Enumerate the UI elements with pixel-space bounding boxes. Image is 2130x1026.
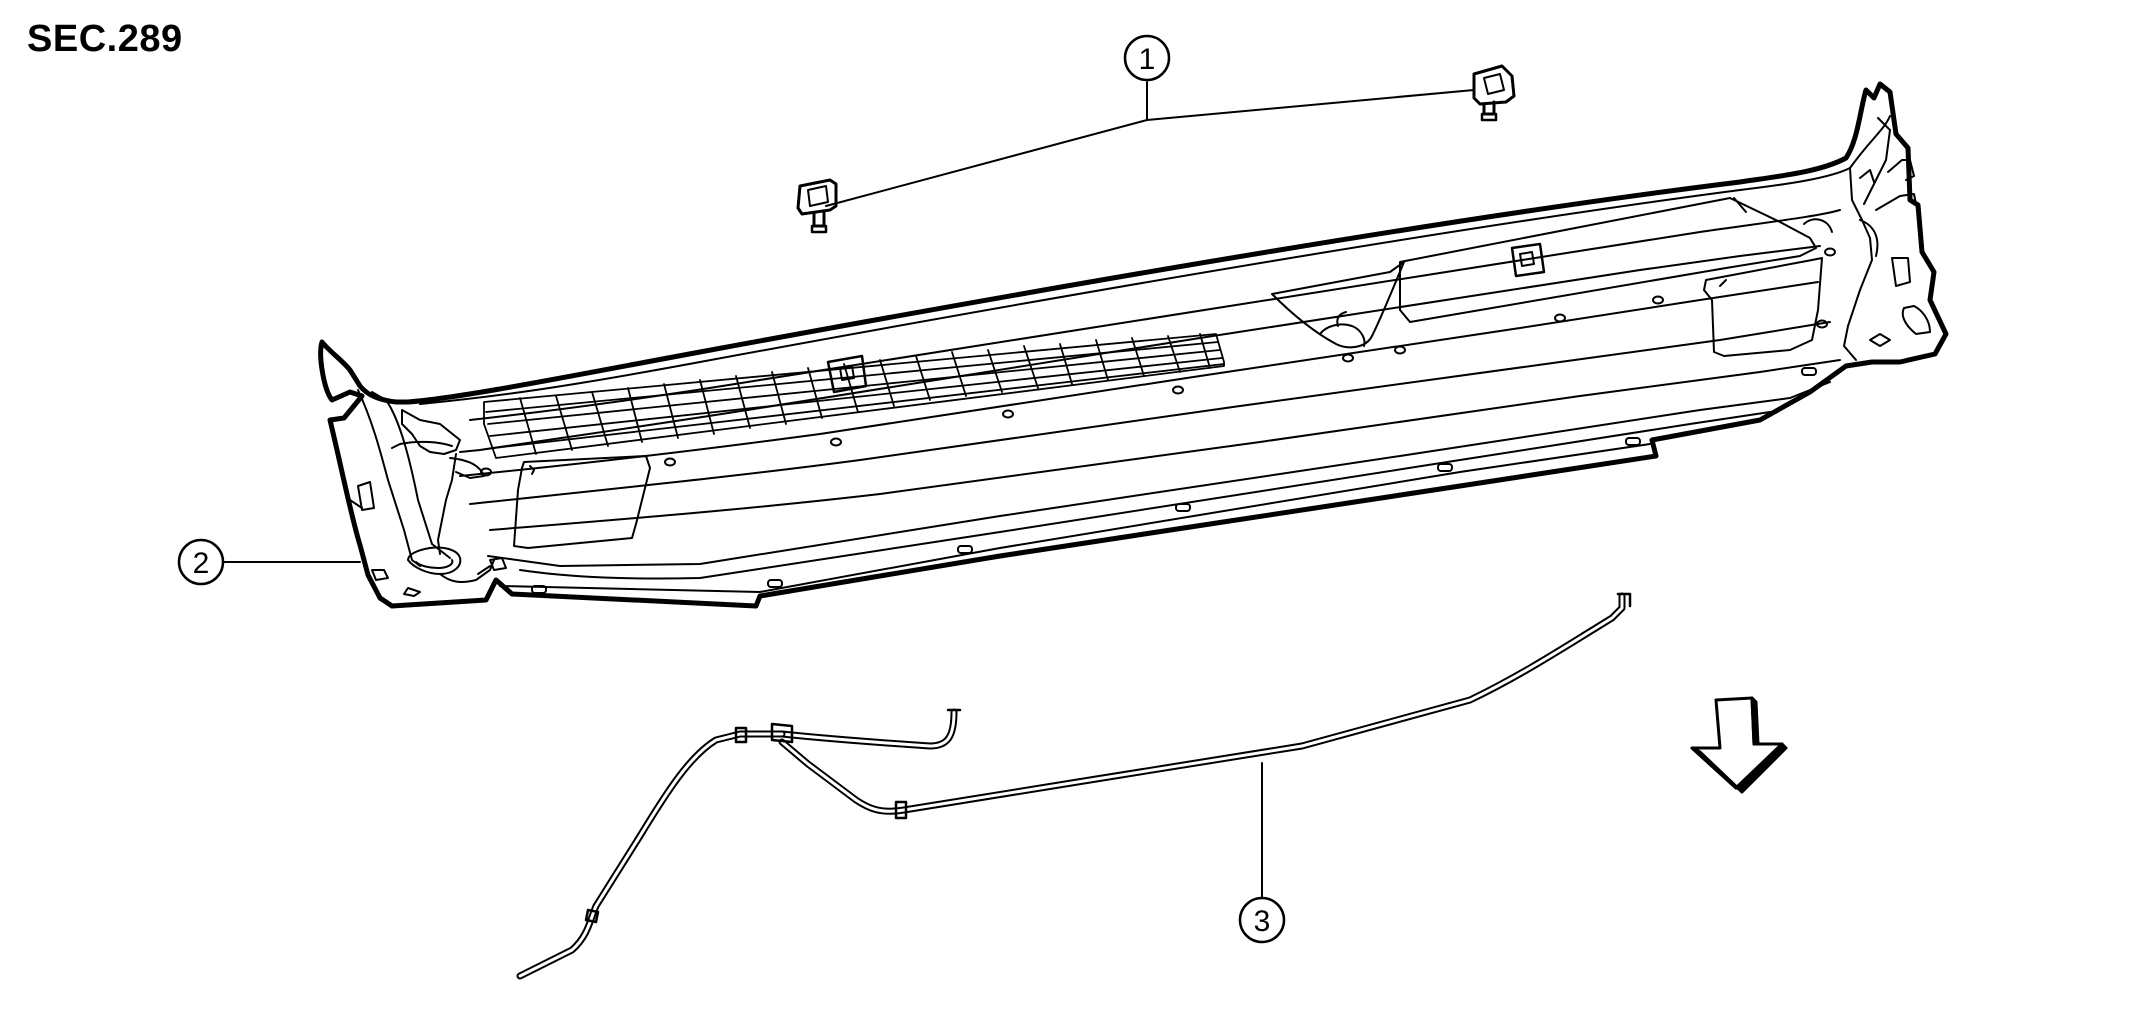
washer-tube bbox=[516, 592, 1632, 980]
callout-3-number: 3 bbox=[1254, 905, 1271, 938]
clip-left bbox=[796, 178, 838, 234]
callout-1: 1 bbox=[1123, 34, 1171, 82]
section-code: SEC.289 bbox=[27, 18, 183, 60]
cowl-outer-outline bbox=[318, 81, 1949, 609]
callout-2-number: 2 bbox=[193, 547, 210, 580]
cowl-top-cover bbox=[318, 81, 1949, 609]
cowl-grille-mesh bbox=[483, 333, 1225, 459]
callout-1-number: 1 bbox=[1139, 43, 1156, 76]
front-direction-arrow-icon bbox=[1690, 696, 1788, 794]
clip-right bbox=[1472, 64, 1516, 122]
callout-leaders bbox=[222, 81, 1475, 899]
callout-2: 2 bbox=[177, 538, 225, 586]
callout-3: 3 bbox=[1238, 896, 1286, 944]
mounting-holes bbox=[480, 247, 1836, 594]
